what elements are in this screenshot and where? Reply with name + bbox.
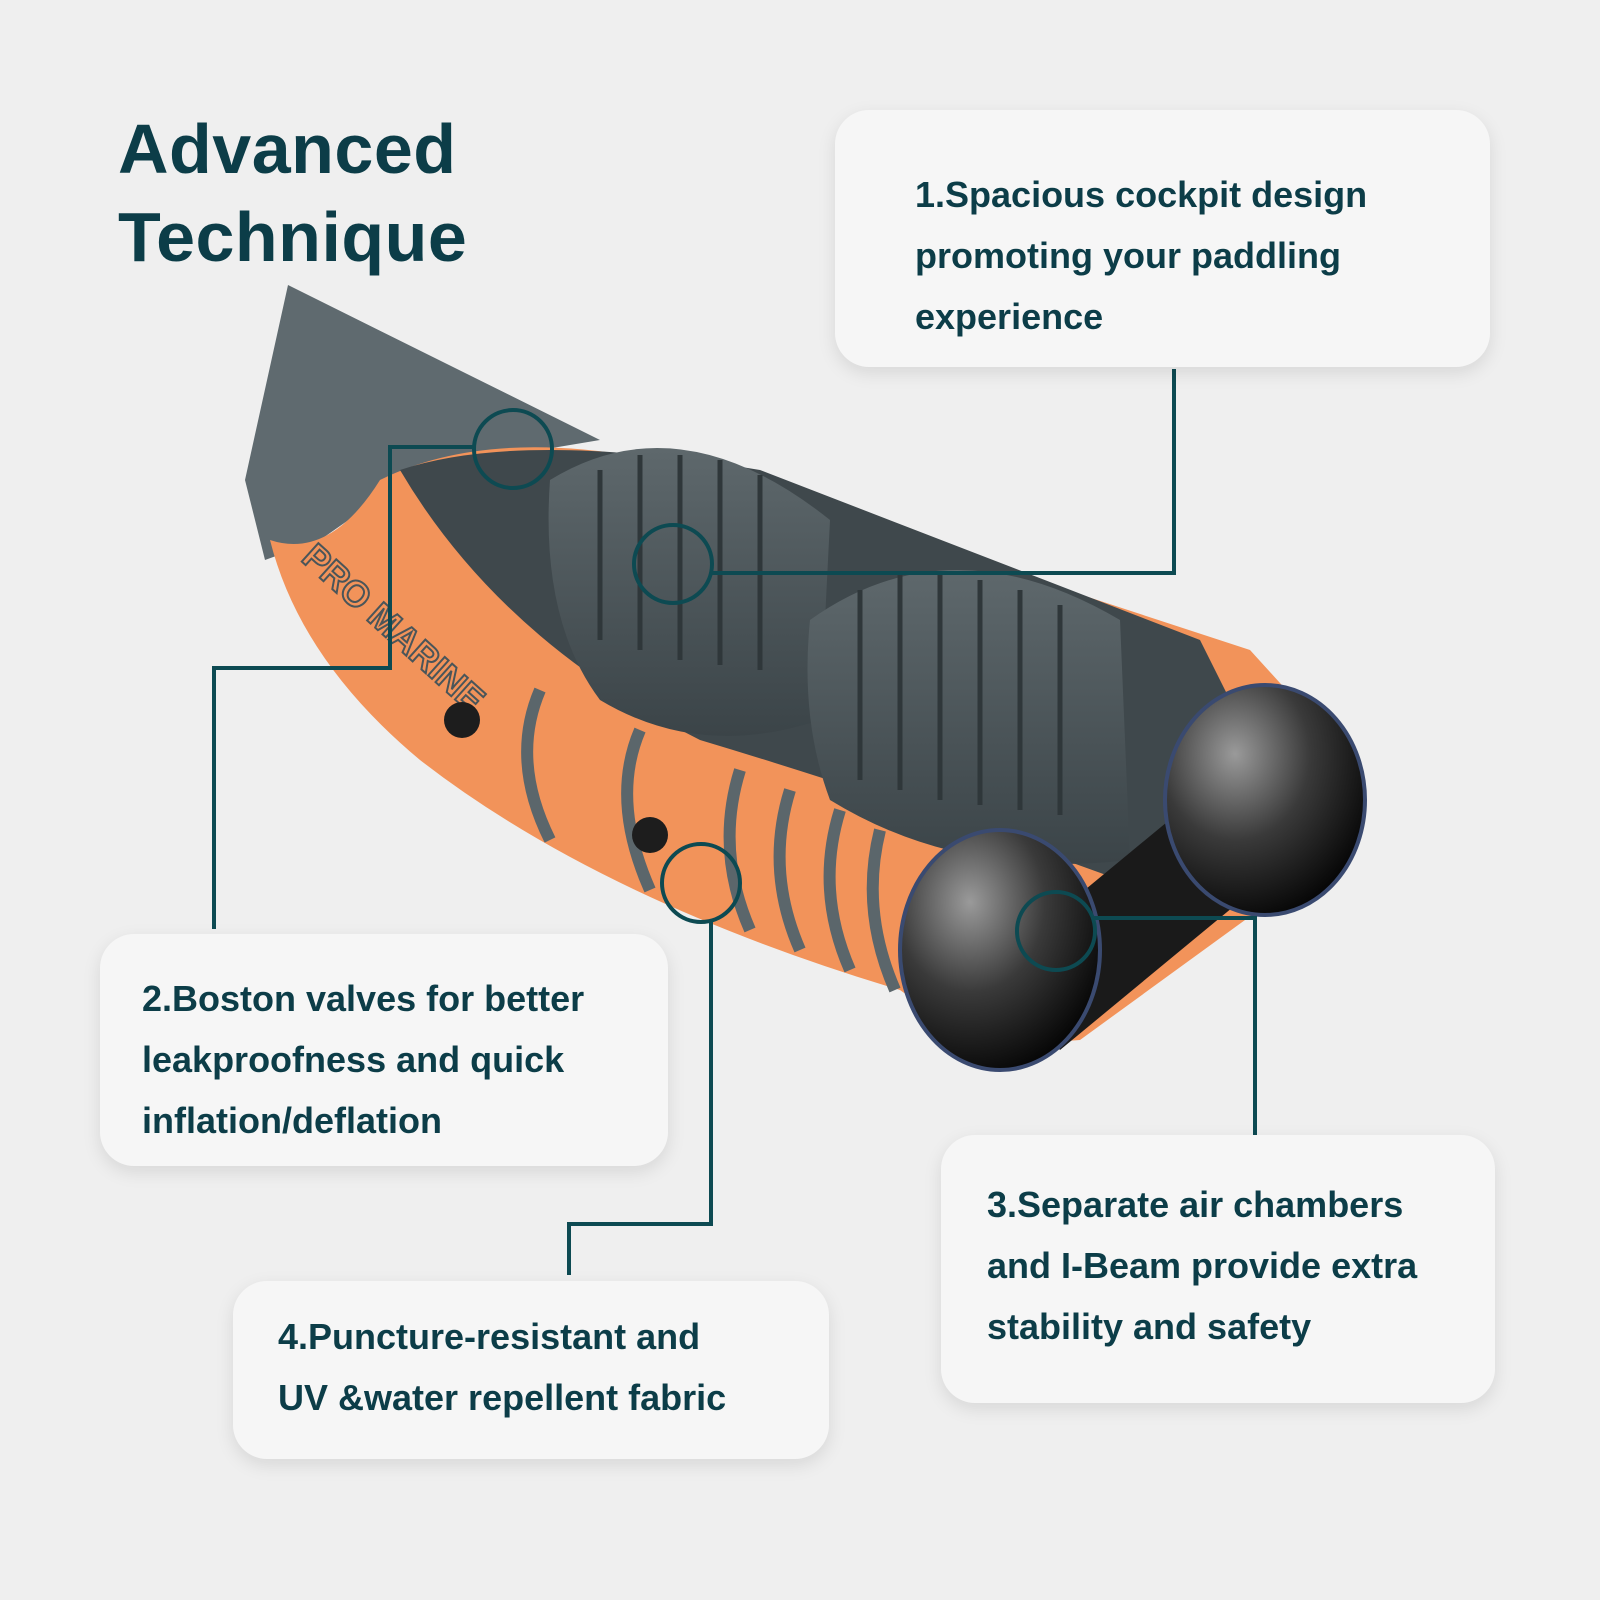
page-title: Advanced Technique [118, 110, 468, 276]
valve [444, 702, 480, 738]
left-air-chamber [898, 828, 1102, 1072]
callout-line-1 [712, 369, 1176, 575]
callout-circle-fabric [660, 842, 742, 924]
callout-line-3 [1093, 916, 1257, 1136]
rear-seat [807, 570, 1130, 864]
feature-card-air-chambers: 3.Separate air chambers and I-Beam provi… [941, 1135, 1495, 1403]
hull-stripes [521, 687, 901, 993]
bow-cover [245, 285, 600, 560]
valve [632, 817, 668, 853]
callout-circle-cockpit [632, 523, 714, 605]
callout-line-4 [567, 921, 713, 1275]
callout-line-2 [212, 445, 475, 929]
callout-circle-chamber [1015, 890, 1097, 972]
feature-card-cockpit: 1.Spacious cockpit design promoting your… [835, 110, 1490, 367]
feature-card-fabric: 4.Puncture-resistant and UV &water repel… [233, 1281, 829, 1459]
feature-card-valves: 2.Boston valves for better leakproofness… [100, 934, 668, 1166]
right-air-chamber [1163, 683, 1367, 917]
callout-lines [212, 369, 1257, 1275]
